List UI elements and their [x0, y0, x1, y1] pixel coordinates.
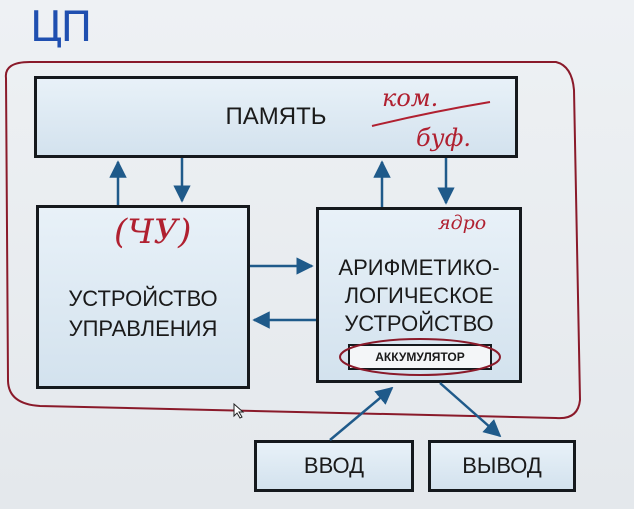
output-block: ВЫВОД	[428, 440, 576, 492]
accumulator-label: АККУМУЛЯТОР	[375, 350, 465, 364]
alu-label-line1: АРИФМЕТИКО-	[338, 255, 500, 280]
input-label: ВВОД	[303, 453, 365, 478]
cpu-boundary-outline	[4, 61, 582, 420]
arrow-alu-to-output	[439, 382, 502, 438]
cpu-handwritten-title: ЦП	[30, 2, 92, 51]
accumulator-box: АККУМУЛЯТОР	[348, 344, 492, 370]
handwritten-kom: ком.	[382, 84, 439, 112]
output-label: ВЫВОД	[462, 453, 542, 478]
cu-label-line2: УПРАВЛЕНИЯ	[68, 316, 218, 341]
handwritten-cu-note: (ЧУ)	[114, 212, 192, 252]
handwritten-core-note: ядро	[438, 212, 487, 234]
input-block: ВВОД	[254, 440, 414, 492]
memory-block: ПАМЯТЬ	[34, 76, 518, 158]
handwritten-fraction-line	[371, 101, 491, 127]
control-unit-block: УСТРОЙСТВО УПРАВЛЕНИЯ	[36, 205, 250, 389]
alu-label-line2: ЛОГИЧЕСКОЕ	[344, 283, 494, 308]
arrow-input-to-alu	[329, 386, 394, 441]
handwritten-buf: буф.	[416, 124, 471, 152]
mouse-cursor-icon	[233, 402, 245, 419]
cu-label-line1: УСТРОЙСТВО	[68, 286, 218, 311]
alu-label-line3: УСТРОЙСТВО	[344, 311, 494, 336]
memory-label: ПАМЯТЬ	[225, 103, 327, 130]
accumulator-circle	[339, 338, 501, 376]
